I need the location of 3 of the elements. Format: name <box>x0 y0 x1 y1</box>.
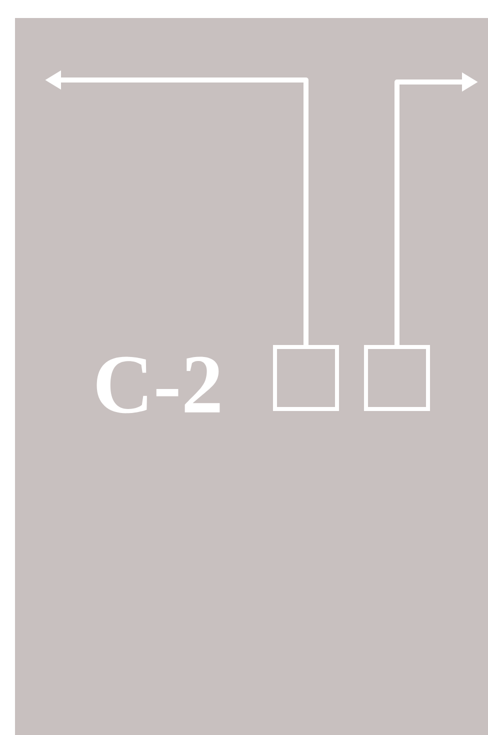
square-box <box>364 345 430 411</box>
square-box <box>273 345 339 411</box>
panel-label: C-2 <box>96 356 220 414</box>
